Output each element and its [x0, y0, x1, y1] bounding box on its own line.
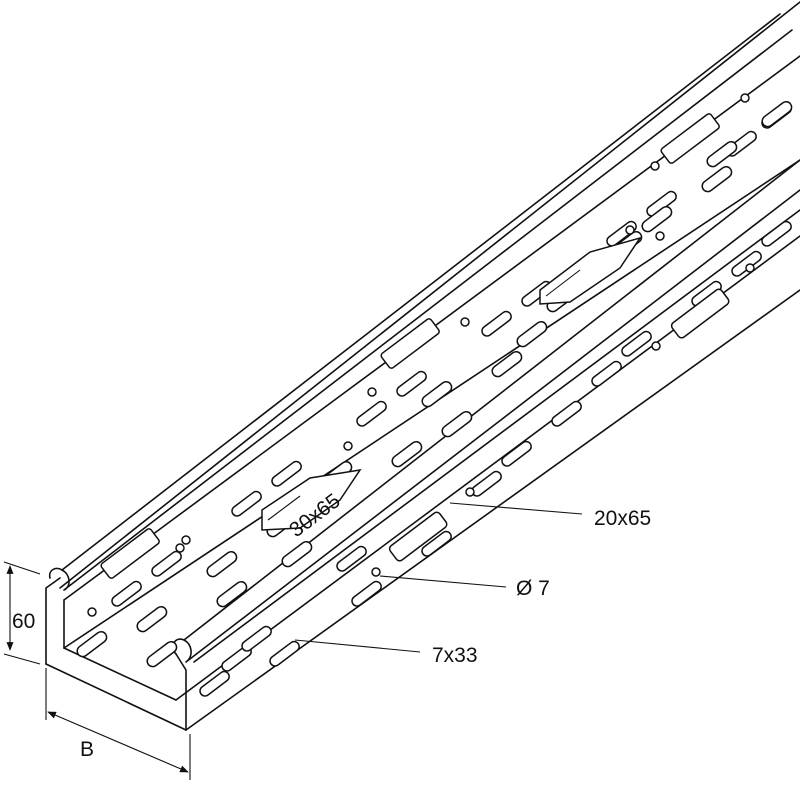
dimension-height — [3, 561, 41, 665]
label-slot-7x33: 7x33 — [432, 644, 478, 667]
label-hole-d7: Ø 7 — [516, 577, 550, 600]
label-slot-20x65: 20x65 — [594, 507, 651, 530]
leader-7x33 — [294, 639, 421, 653]
floor-slots — [76, 100, 793, 668]
label-width: B — [80, 738, 94, 761]
leader-d7 — [379, 575, 507, 588]
leader-20x65 — [449, 502, 583, 515]
label-height: 60 — [12, 610, 35, 633]
right-wall-slots — [199, 220, 792, 697]
dimension-width — [45, 668, 191, 780]
leader-lines — [294, 502, 583, 653]
arrowhead — [47, 711, 189, 773]
